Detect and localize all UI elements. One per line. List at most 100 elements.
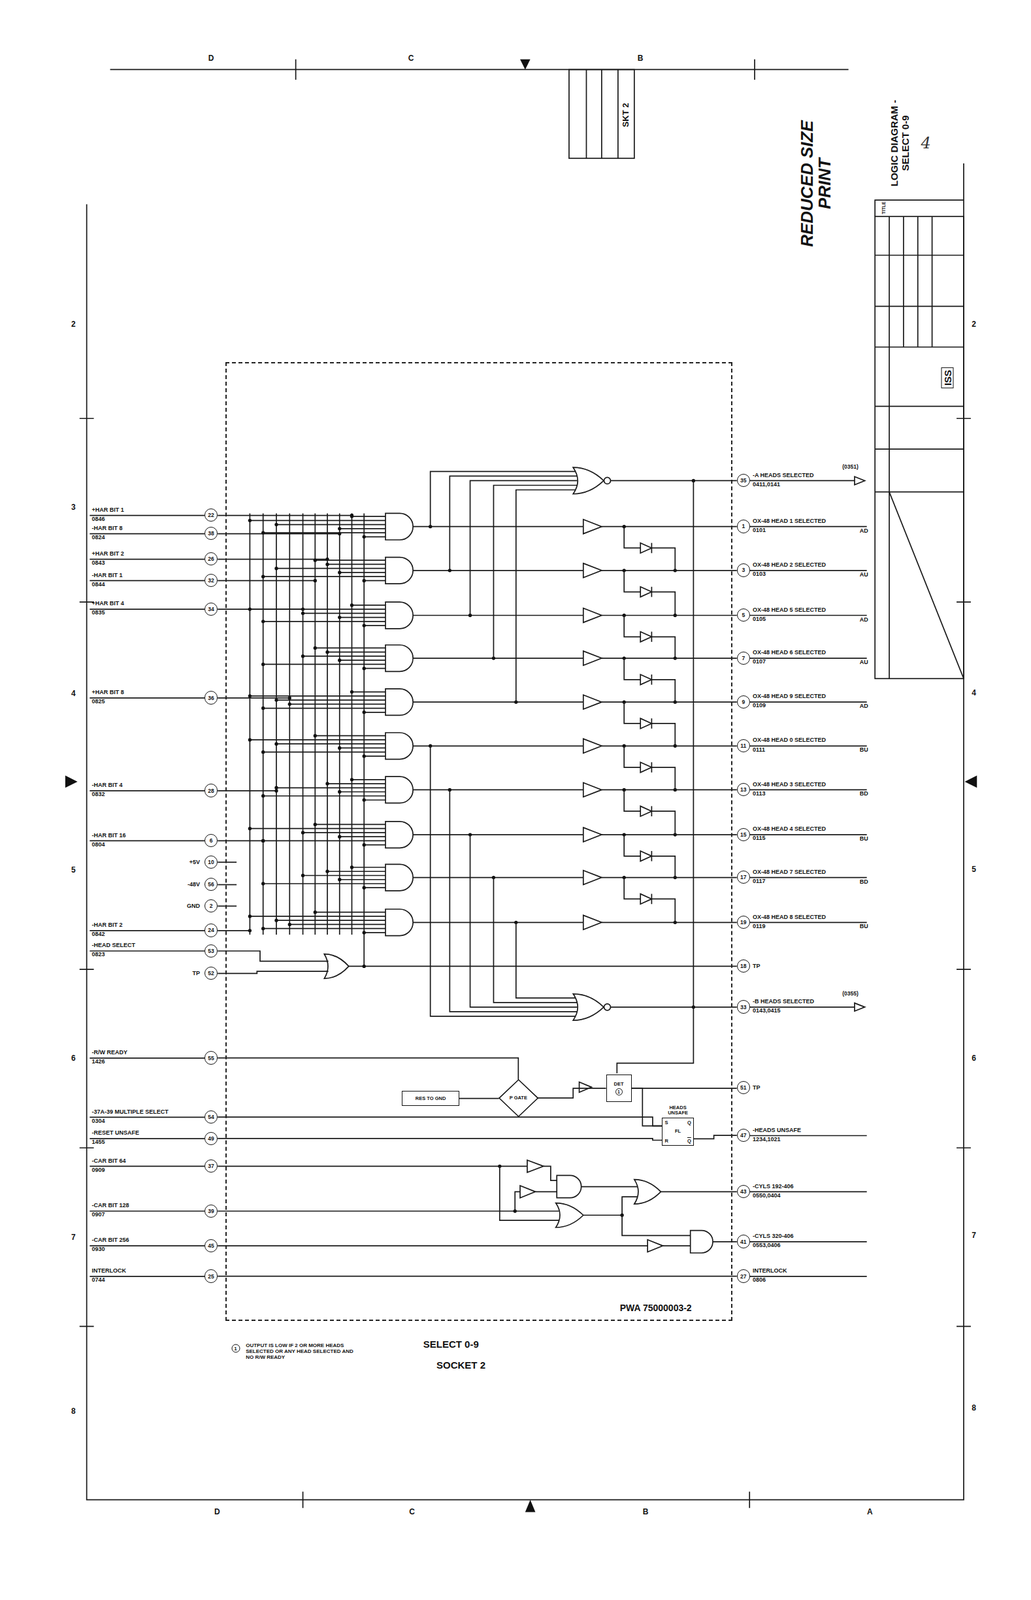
pin-number: 11: [740, 742, 747, 749]
pin-number: 55: [207, 1054, 214, 1062]
junction-dot: [274, 522, 278, 526]
external-wire: [89, 533, 205, 535]
signal-label: AU: [859, 571, 869, 578]
pin-number: 18: [740, 962, 747, 969]
zone-marker: 8: [71, 1406, 76, 1415]
signal-label: TP: [752, 1083, 761, 1090]
center-arrow: [65, 775, 78, 788]
pin-number: 3: [741, 566, 745, 573]
junction-dot: [362, 885, 366, 890]
signal-label: -HAR BIT 4: [91, 782, 123, 788]
signal-label: +HAR BIT 1: [91, 507, 124, 513]
junction-dot: [362, 535, 366, 539]
signal-label: 0823: [91, 951, 105, 958]
pin-circle: 35: [736, 473, 751, 487]
title-grid: [874, 199, 964, 217]
wire: [610, 1006, 737, 1008]
wire: [217, 970, 328, 973]
signal-label: 0107: [752, 658, 766, 665]
external-wire: [89, 558, 205, 560]
pin-number: 53: [207, 947, 214, 954]
wire-connector: [217, 1116, 662, 1126]
zone-marker: 6: [71, 1053, 76, 1062]
diode: [640, 586, 652, 598]
signal-label: GND: [186, 902, 200, 909]
junction-dot: [288, 922, 292, 926]
zone-marker: D: [208, 54, 215, 63]
external-wire: [750, 744, 868, 747]
pin-circle: 54: [204, 1110, 218, 1124]
and-gate: [385, 644, 413, 672]
wire: [314, 911, 386, 913]
wire: [339, 835, 386, 837]
signal-label: -CYLS 192-406: [752, 1183, 794, 1190]
signal-label: -HAR BIT 2: [91, 921, 123, 928]
revision-box: [569, 69, 635, 159]
wire: [621, 1214, 691, 1235]
junction-dot: [313, 733, 317, 737]
zone-marker: 5: [971, 865, 977, 873]
signal-label: -CAR BIT 256: [91, 1236, 129, 1243]
node-text: Q: [687, 1138, 692, 1144]
diode: [640, 805, 652, 817]
node-text: S: [664, 1119, 668, 1126]
signal-label: -HEAD SELECT: [91, 942, 136, 949]
buffer-gate: [583, 914, 602, 930]
pin-circle: 43: [736, 1184, 751, 1198]
signal-label: 0907: [91, 1211, 105, 1218]
pin-circle: 7: [736, 651, 751, 665]
zone-marker: C: [408, 54, 415, 63]
external-wire: [89, 1057, 205, 1059]
external-wire: [750, 1275, 868, 1277]
and-gate: [385, 732, 413, 760]
wire: [351, 604, 386, 606]
wire: [601, 701, 737, 703]
junction-dot: [261, 838, 265, 843]
pin-circle: 22: [204, 508, 218, 522]
buffer-gate: [583, 738, 602, 753]
wire: [339, 616, 386, 619]
wire: [470, 834, 578, 1007]
wire: [263, 575, 386, 577]
or-gate: [324, 953, 349, 979]
signal-label: -B HEADS SELECTED: [752, 998, 815, 1005]
pin-circle: 26: [204, 552, 218, 566]
wire: [623, 834, 641, 856]
wire: [339, 791, 386, 793]
buffer-gate: [583, 827, 602, 842]
wire: [339, 747, 386, 749]
wire: [249, 915, 386, 917]
power-stub: [217, 861, 237, 863]
signal-label: 0115: [752, 834, 766, 841]
external-wire: [89, 789, 205, 792]
junction-dot: [261, 881, 265, 885]
pin-number: 36: [207, 694, 214, 702]
off-page-arrow: [854, 1002, 866, 1011]
signal-label: -HEADS UNSAFE: [752, 1127, 802, 1133]
signal-label: -48V: [187, 881, 200, 888]
signal-label: 0844: [91, 581, 105, 588]
wire: [493, 484, 577, 658]
signal-label: +HAR BIT 8: [91, 689, 124, 696]
inversion-bubble: [603, 1003, 611, 1011]
junction-dot: [337, 570, 342, 574]
resistor-box: RES TO GND: [401, 1090, 459, 1106]
diode: [640, 893, 652, 905]
junction-dot: [248, 914, 252, 918]
wire: [351, 515, 386, 517]
zone-tick: [295, 59, 755, 80]
pin-circle: 9: [736, 695, 751, 709]
signal-label: OX-48 HEAD 2 SELECTED: [752, 561, 826, 568]
junction-dot: [362, 797, 366, 802]
wire: [601, 744, 737, 747]
junction-dot: [261, 793, 265, 798]
signal-label: 0843: [91, 559, 105, 566]
zone-marker: 5: [71, 865, 76, 874]
junction-dot: [313, 822, 317, 826]
and-gate: [385, 557, 413, 585]
junction-dot: [350, 865, 354, 869]
junction-dot: [301, 830, 305, 834]
external-wire: [89, 514, 205, 517]
external-wire: [89, 840, 205, 842]
wire: [263, 531, 386, 534]
